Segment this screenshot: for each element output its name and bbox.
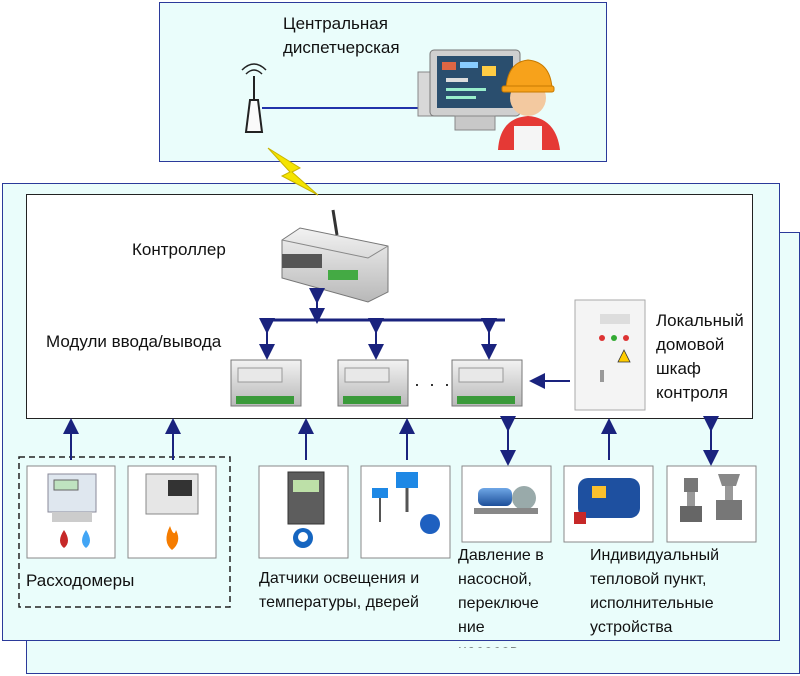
pumps-line4: ние [458,619,485,636]
valve-actuator-icon [680,474,742,522]
cabinet-line4: контроля [656,383,728,402]
cabinet-label: Локальный домовой шкаф контроля [656,309,744,405]
controller-device-icon [281,209,389,303]
pumps-line3: переключе [458,595,539,612]
heat-unit-icon [574,478,640,524]
sensors-line1: Датчики освещения и [259,570,420,587]
pumps-label: Давление в насосной, переключе ние насос… [458,544,544,648]
antenna-icon [241,63,420,133]
flowmeters-group [18,456,231,608]
heat-line1: Индивидуальный [590,547,720,564]
io-modules-label: Модули ввода/вывода [46,332,222,351]
cabinet-line3: шкаф [656,359,701,378]
heat-line3: исполнительные [590,595,714,612]
cabinet-line2: домовой [656,335,725,354]
pumps-line2: насосной, [458,571,532,588]
heat-line4: устройства [590,619,673,636]
pumps-line5: насосов [458,640,544,648]
heat-line2: тепловой пункт, [590,571,707,588]
control-cabinet-icon [574,299,646,411]
electric-meter-icon [287,471,325,548]
water-flowmeter-icon [47,473,97,548]
central-dispatch-title: Центральная диспетчерская [283,12,400,60]
controller-label: Контроллер [132,240,226,259]
operator-workstation-icon [417,49,560,150]
io-ellipsis: · · · [414,374,452,394]
flowmeters-label: Расходомеры [26,571,135,590]
io-module-icon-1 [230,359,302,407]
pumps-line1: Давление в [458,547,544,564]
io-module-icon-2 [337,359,409,407]
sensors-line2: температуры, дверей [259,594,419,611]
wireless-link-icon [267,147,319,196]
temperature-sensor-icon [372,472,440,534]
cabinet-line1: Локальный [656,311,744,330]
heat-label: Индивидуальный тепловой пункт, исполните… [590,544,719,640]
sensors-label: Датчики освещения и температуры, дверей [259,567,419,615]
central-title-line1: Центральная [283,14,388,33]
io-module-icon-3 [451,359,523,407]
central-title-line2: диспетчерская [283,38,400,57]
gas-flowmeter-icon [145,473,199,550]
pump-icon [474,486,538,514]
